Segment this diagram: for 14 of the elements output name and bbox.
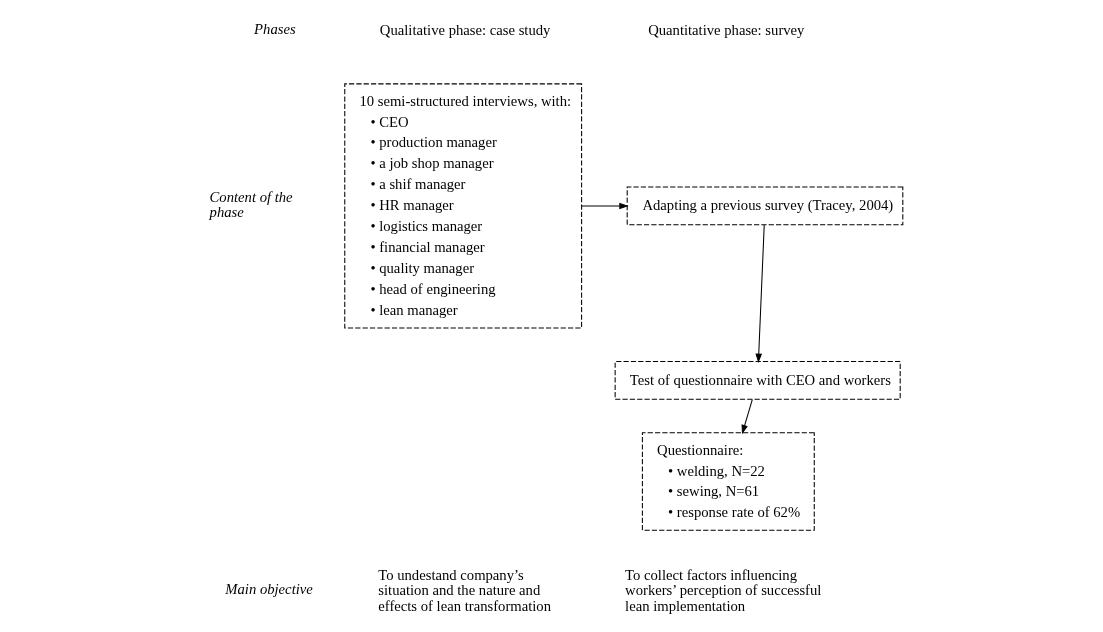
label: Quantitative phase: survey bbox=[647, 22, 804, 39]
arrow bbox=[754, 224, 765, 364]
arrow bbox=[580, 202, 629, 210]
label: Content of the phase bbox=[209, 188, 293, 220]
arrow bbox=[741, 399, 753, 435]
label: To undestand company’s situation and the nature and effects of lean transformation bbox=[377, 566, 551, 615]
node-box: 10 semi-structured interviews, with: • CEO • production manager • a job shop manager • a shif manager • HR manager • logistics manager • financial manager • quality manager • head of engineering • lean manager bbox=[343, 83, 582, 329]
node-box: Questionnaire: • welding, N=22 • sewing, N=61 • response rate of 62% bbox=[641, 432, 815, 531]
label: Qualitative phase: case study bbox=[379, 22, 550, 39]
label: To collect factors influencing workers’ perception of successful lean implementation bbox=[624, 566, 821, 615]
node-box: Test of questionnaire with CEO and workers bbox=[614, 361, 901, 400]
label: Phases bbox=[253, 21, 296, 38]
node-box: Adapting a previous survey (Tracey, 2004) bbox=[626, 186, 903, 226]
label: Main objective bbox=[224, 581, 313, 598]
